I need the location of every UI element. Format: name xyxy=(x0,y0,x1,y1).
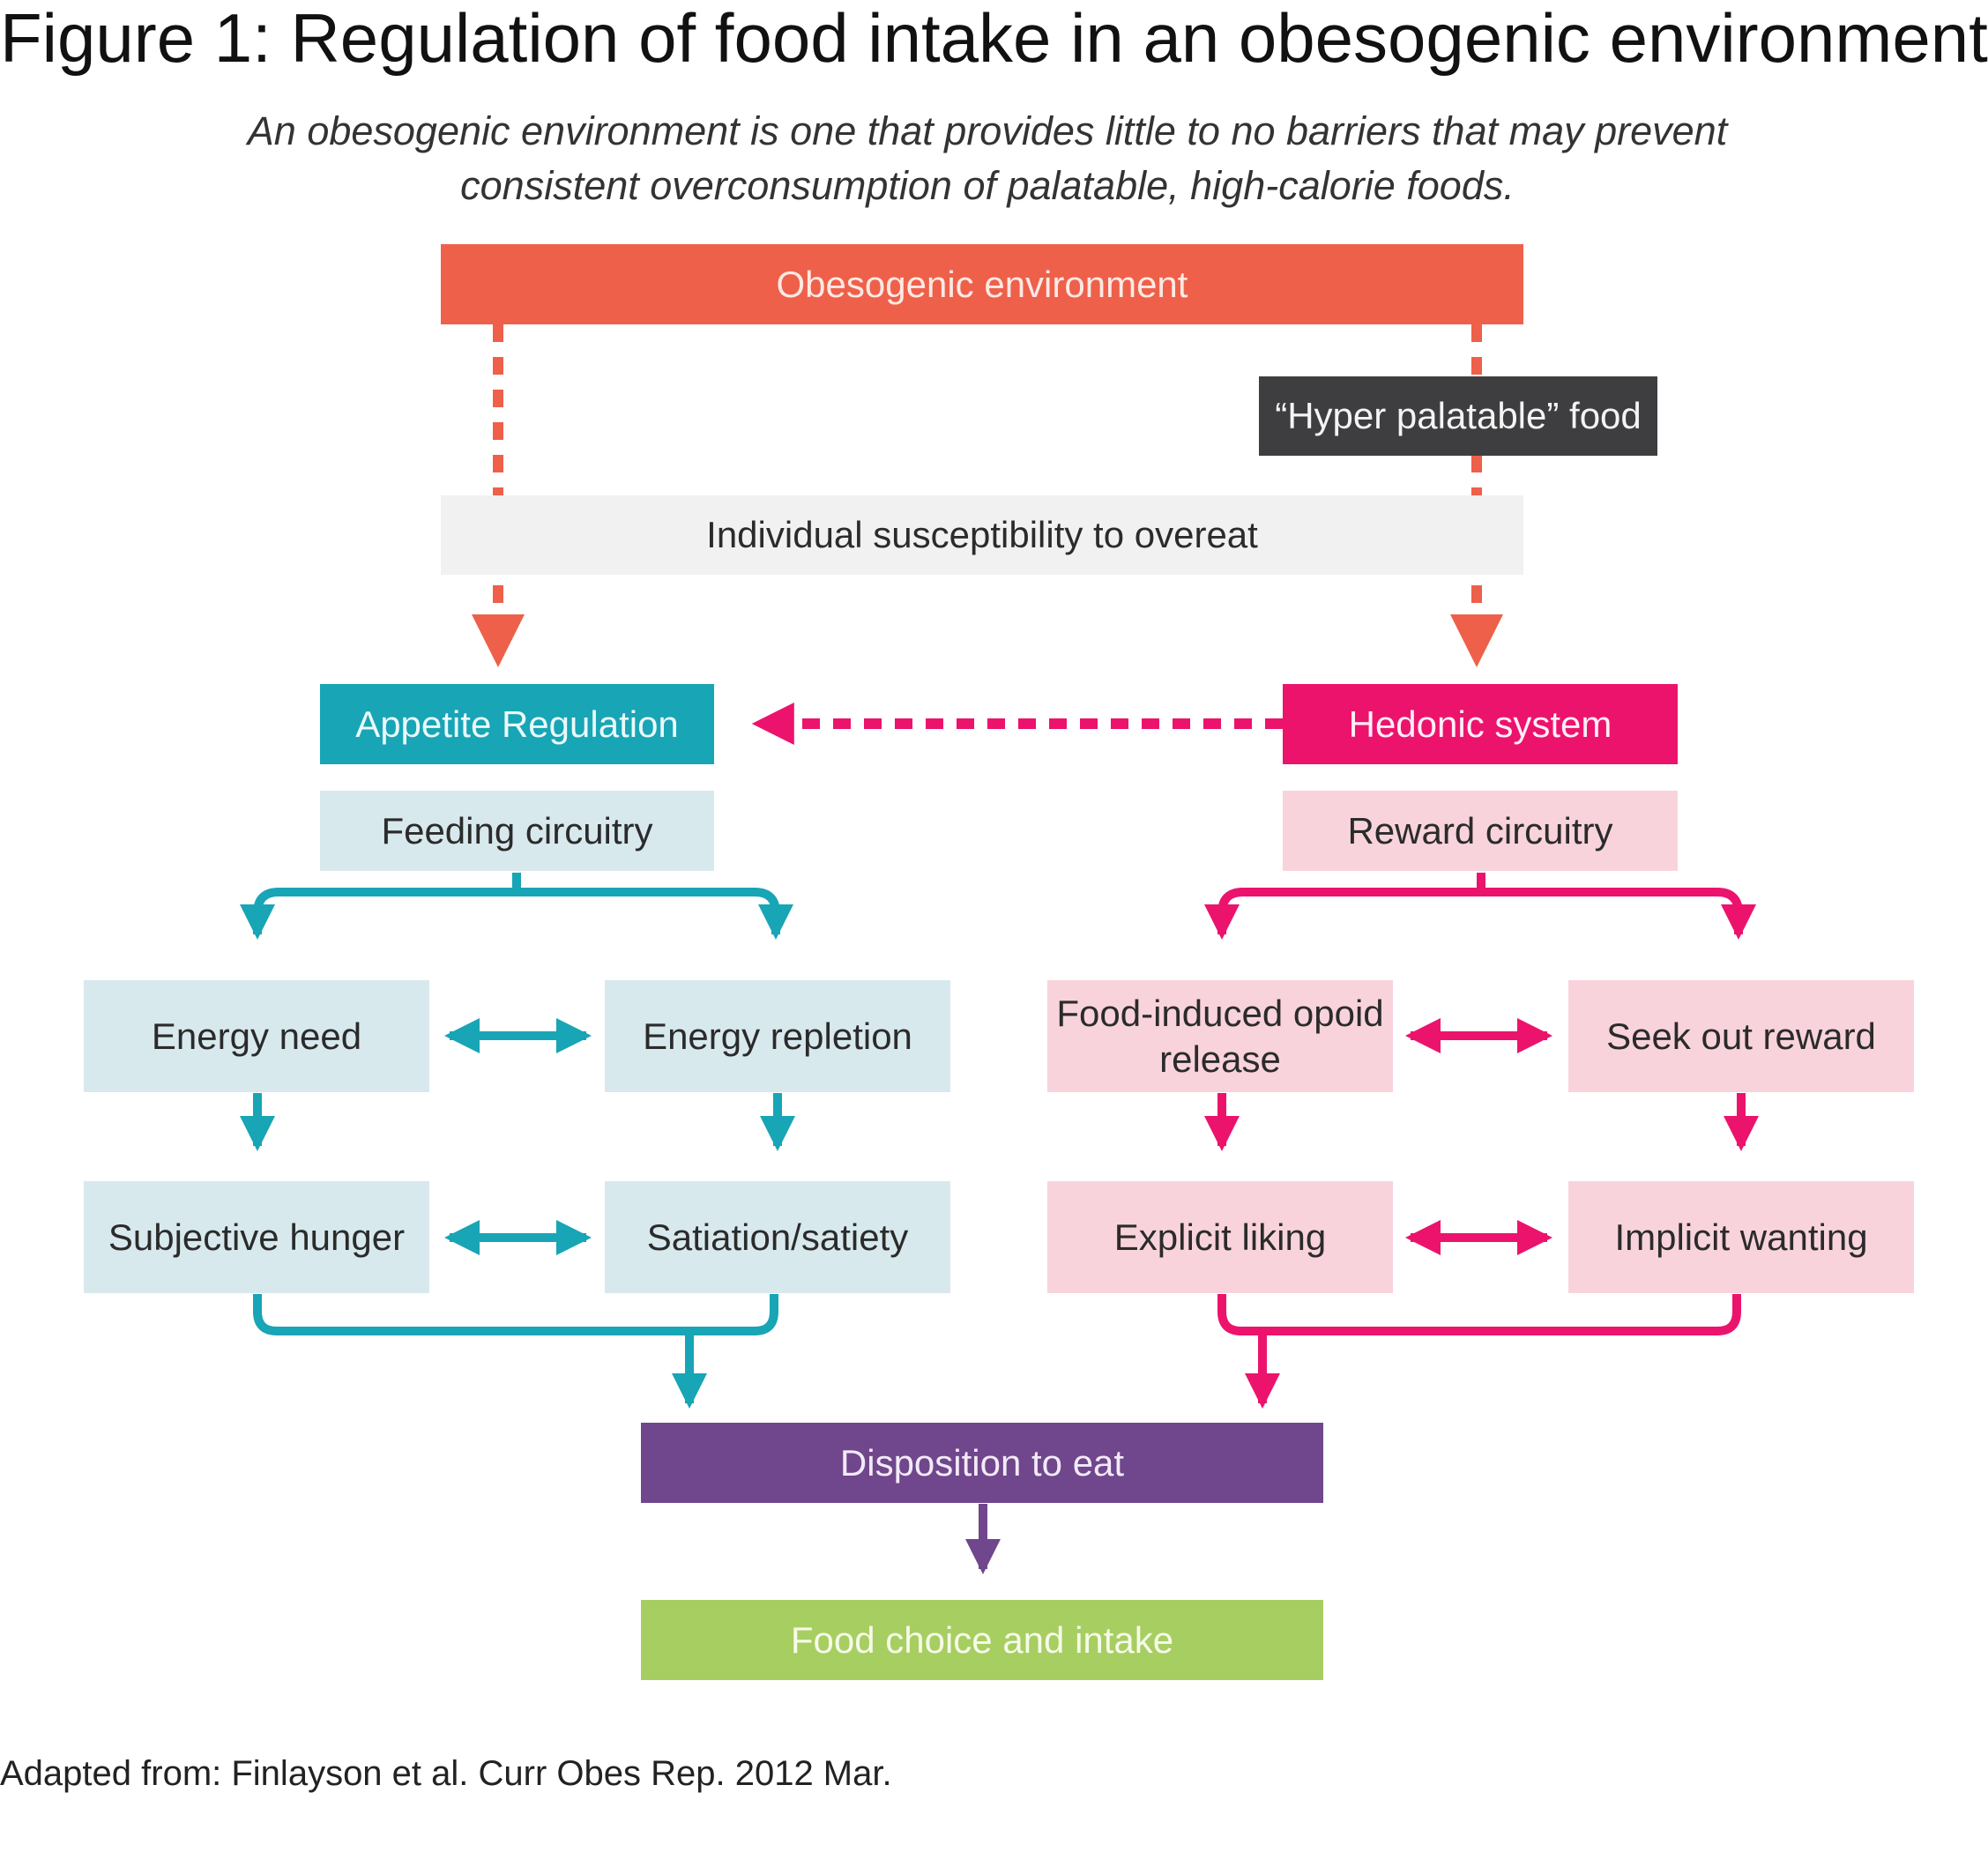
arrow-feeding-branch-left xyxy=(240,873,521,940)
node-hedonic-system: Hedonic system xyxy=(1283,684,1678,764)
node-seek-out-reward: Seek out reward xyxy=(1568,980,1914,1092)
figure-subtitle: An obesogenic environment is one that pr… xyxy=(247,108,1728,208)
node-reward-circuitry: Reward circuitry xyxy=(1283,791,1678,871)
node-subjective-hunger: Subjective hunger xyxy=(84,1181,429,1293)
arrow-feeding-branch-right xyxy=(517,888,793,940)
node-satiation-satiety: Satiation/satiety xyxy=(605,1181,950,1293)
node-individual-susceptibility: Individual susceptibility to overeat xyxy=(441,495,1523,575)
arrow-appetite-merge xyxy=(253,1294,778,1335)
node-hyper-palatable-food: “Hyper palatable” food xyxy=(1259,376,1657,456)
arrow-reward-branch-right xyxy=(1481,888,1756,940)
arrow-hedonic-merge xyxy=(1217,1294,1741,1335)
node-explicit-liking: Explicit liking xyxy=(1047,1181,1393,1293)
node-opioid-release: Food-induced opoid release xyxy=(1047,980,1393,1092)
source-citation: Adapted from: Finlayson et al. Curr Obes… xyxy=(0,1754,892,1793)
node-obesogenic-environment: Obesogenic environment xyxy=(441,244,1523,324)
arrow-reward-branch-left xyxy=(1204,873,1485,940)
node-disposition-to-eat: Disposition to eat xyxy=(641,1423,1323,1503)
figure-title: Figure 1: Regulation of food intake in a… xyxy=(0,0,1988,77)
node-energy-repletion: Energy repletion xyxy=(605,980,950,1092)
node-appetite-regulation: Appetite Regulation xyxy=(320,684,714,764)
node-feeding-circuitry: Feeding circuitry xyxy=(320,791,714,871)
node-food-choice-and-intake: Food choice and intake xyxy=(641,1600,1323,1680)
node-implicit-wanting: Implicit wanting xyxy=(1568,1181,1914,1293)
node-energy-need: Energy need xyxy=(84,980,429,1092)
